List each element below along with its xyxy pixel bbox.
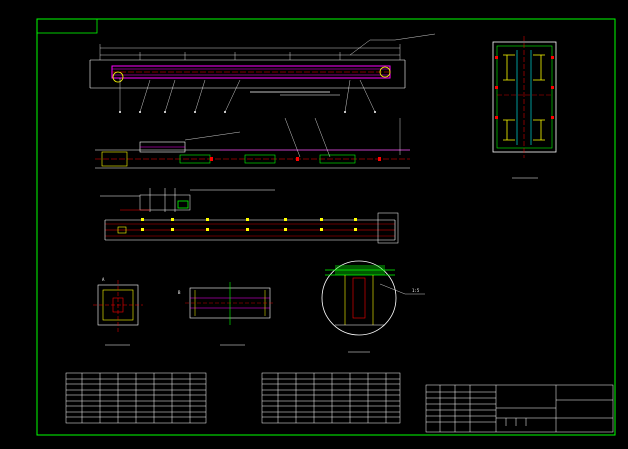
detail-section-b: B (178, 282, 275, 346)
circular-detail: 1:5 (321, 260, 425, 353)
outer-frame (36, 18, 616, 436)
tag-a-label: A (102, 277, 105, 282)
cross-section-end (492, 36, 557, 179)
main-elevation (89, 33, 436, 113)
parts-table-mid (261, 372, 401, 424)
detail-section-a: A (93, 277, 143, 346)
plan-view (95, 117, 410, 169)
parts-table-left (65, 372, 207, 424)
top-left-title-tab (36, 18, 98, 34)
scale-note: 1:5 (412, 288, 420, 293)
tag-b-label: B (178, 290, 181, 295)
rail-layout (100, 188, 399, 244)
title-block (425, 384, 614, 433)
